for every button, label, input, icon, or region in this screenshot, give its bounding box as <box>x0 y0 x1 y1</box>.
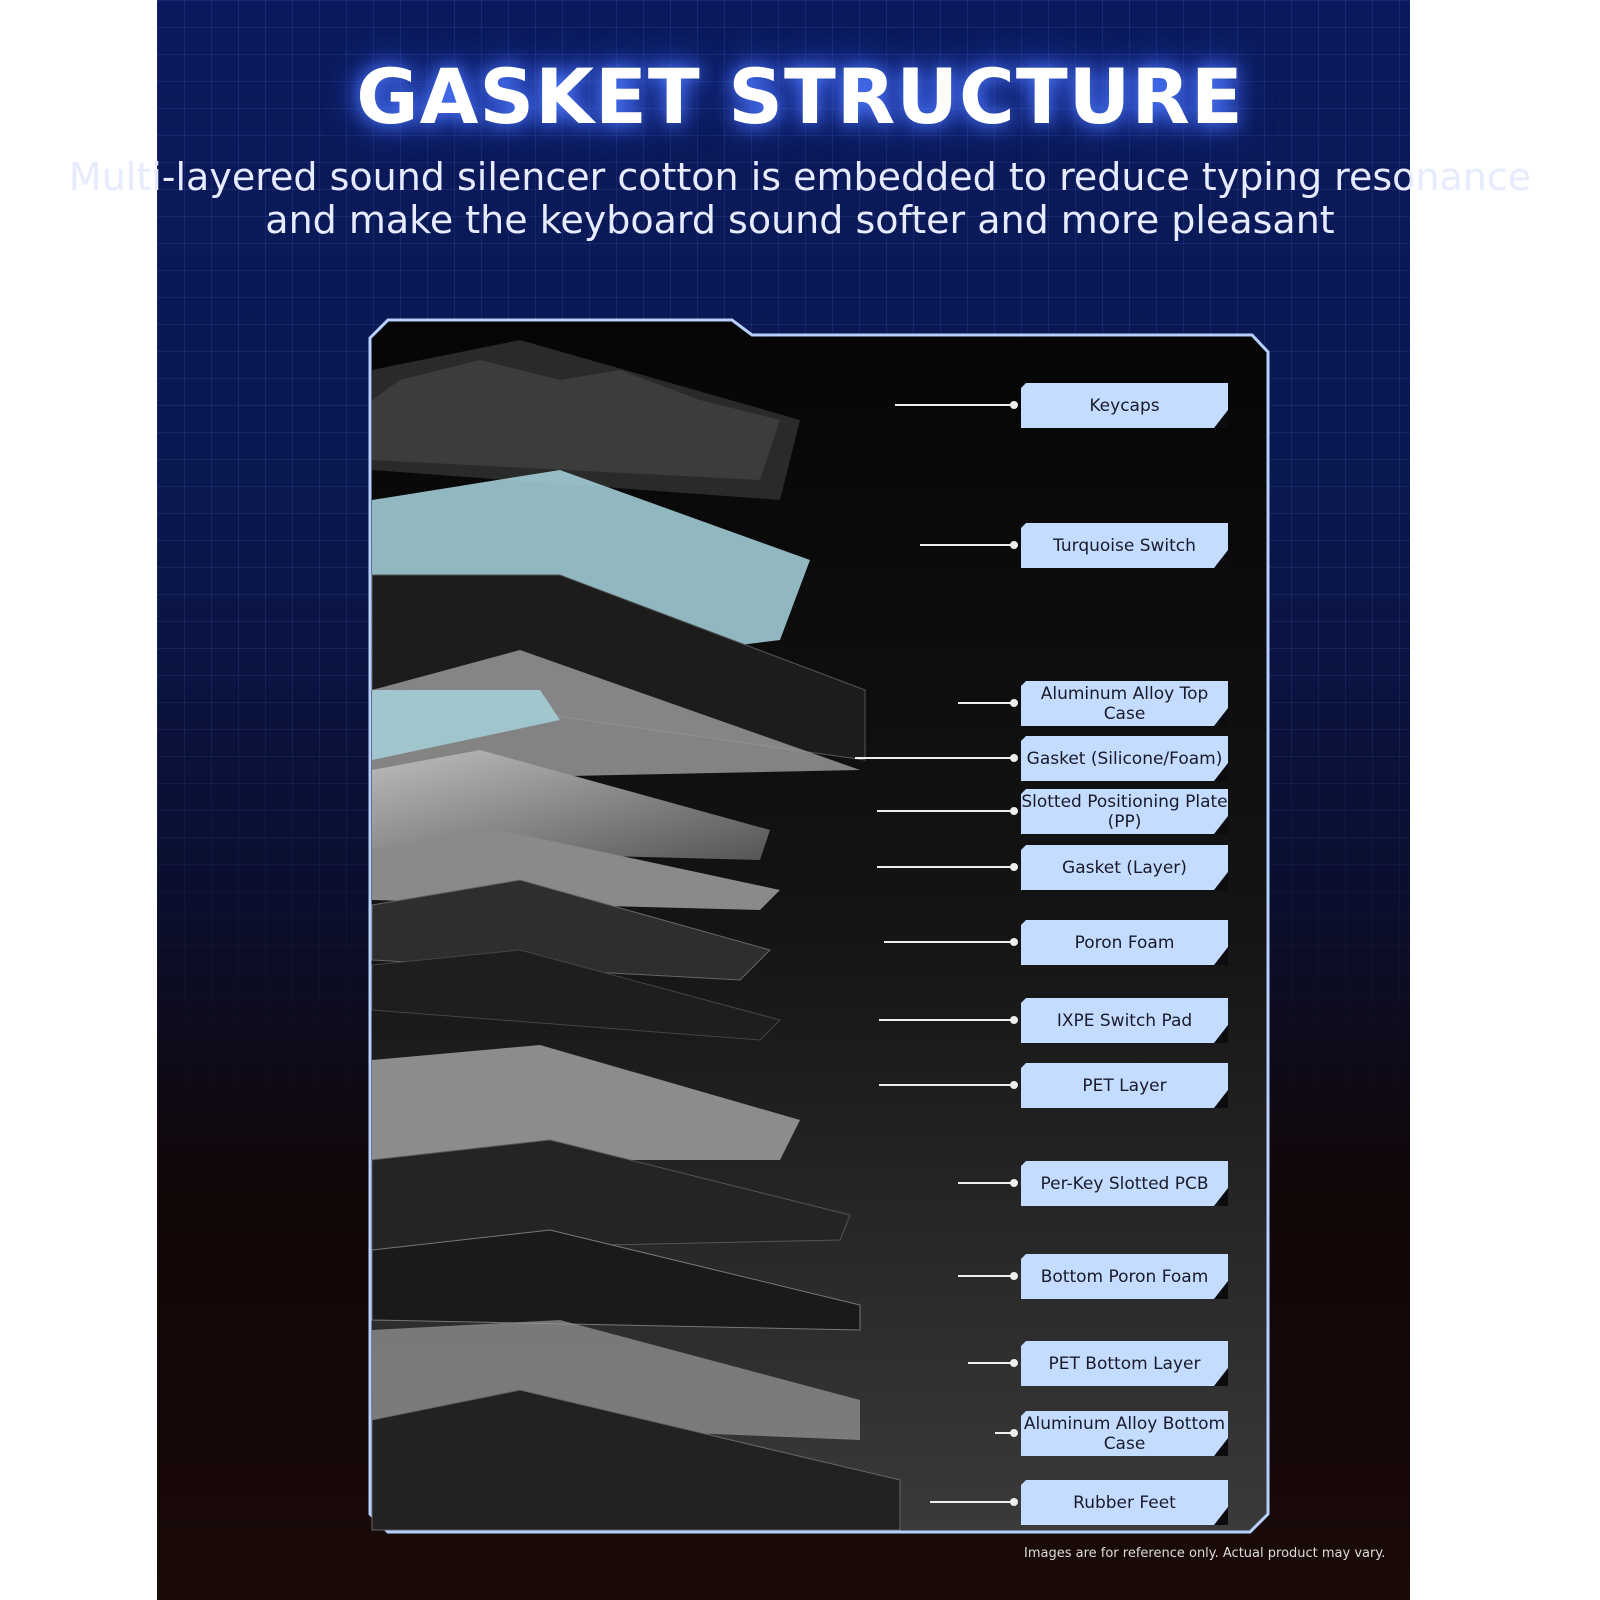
layer-label-text: Rubber Feet <box>1073 1492 1176 1513</box>
leader-line <box>920 541 1018 549</box>
leader-line <box>958 1179 1018 1187</box>
layer-label-text: Slotted Positioning Plate (PP) <box>1021 791 1228 832</box>
layer-label: PET Bottom Layer <box>1021 1341 1228 1386</box>
leader-line <box>879 1081 1018 1089</box>
layer-label: PET Layer <box>1021 1063 1228 1108</box>
layer-label-text: Keycaps <box>1089 395 1160 416</box>
leader-line <box>855 754 1018 762</box>
leader-line <box>877 863 1018 871</box>
layer-label: Rubber Feet <box>1021 1480 1228 1525</box>
layer-label-text: Per-Key Slotted PCB <box>1040 1173 1209 1194</box>
layer-label-text: Aluminum Alloy Bottom Case <box>1023 1413 1226 1454</box>
layer-label: Keycaps <box>1021 383 1228 428</box>
disclaimer-text: Images are for reference only. Actual pr… <box>1024 1546 1386 1561</box>
layer-label-text: Turquoise Switch <box>1053 535 1196 556</box>
layer-label: Turquoise Switch <box>1021 523 1228 568</box>
layer-label-text: IXPE Switch Pad <box>1056 1010 1193 1031</box>
leader-line <box>877 807 1018 815</box>
leader-line <box>884 938 1018 946</box>
page-subtitle: Multi-layered sound silencer cotton is e… <box>68 155 1532 242</box>
layer-label-text: PET Bottom Layer <box>1048 1353 1201 1374</box>
leader-line <box>879 1016 1018 1024</box>
layer-label-text: Poron Foam <box>1074 932 1175 953</box>
layer-label-text: Bottom Poron Foam <box>1040 1266 1209 1287</box>
layer-label: Gasket (Silicone/Foam) <box>1021 736 1228 781</box>
layer-label: Per-Key Slotted PCB <box>1021 1161 1228 1206</box>
layer-label: Slotted Positioning Plate (PP) <box>1021 789 1228 834</box>
layer-label: IXPE Switch Pad <box>1021 998 1228 1043</box>
leader-line <box>958 699 1018 707</box>
layer-label: Gasket (Layer) <box>1021 845 1228 890</box>
layer-label-text: PET Layer <box>1082 1075 1167 1096</box>
leader-line <box>895 401 1018 409</box>
leader-line <box>968 1359 1018 1367</box>
page-title: GASKET STRUCTURE <box>356 52 1244 141</box>
leader-line <box>995 1429 1018 1437</box>
keyboard-exploded-illustration <box>371 340 901 1531</box>
layer-label: Poron Foam <box>1021 920 1228 965</box>
layer-label: Bottom Poron Foam <box>1021 1254 1228 1299</box>
layer-label-text: Gasket (Silicone/Foam) <box>1026 748 1223 769</box>
layer-label-text: Aluminum Alloy Top Case <box>1040 683 1209 724</box>
layer-label-text: Gasket (Layer) <box>1062 857 1187 878</box>
layer-label: Aluminum Alloy Top Case <box>1021 681 1228 726</box>
leader-line <box>958 1272 1018 1280</box>
leader-line <box>930 1498 1018 1506</box>
layer-label: Aluminum Alloy Bottom Case <box>1021 1411 1228 1456</box>
